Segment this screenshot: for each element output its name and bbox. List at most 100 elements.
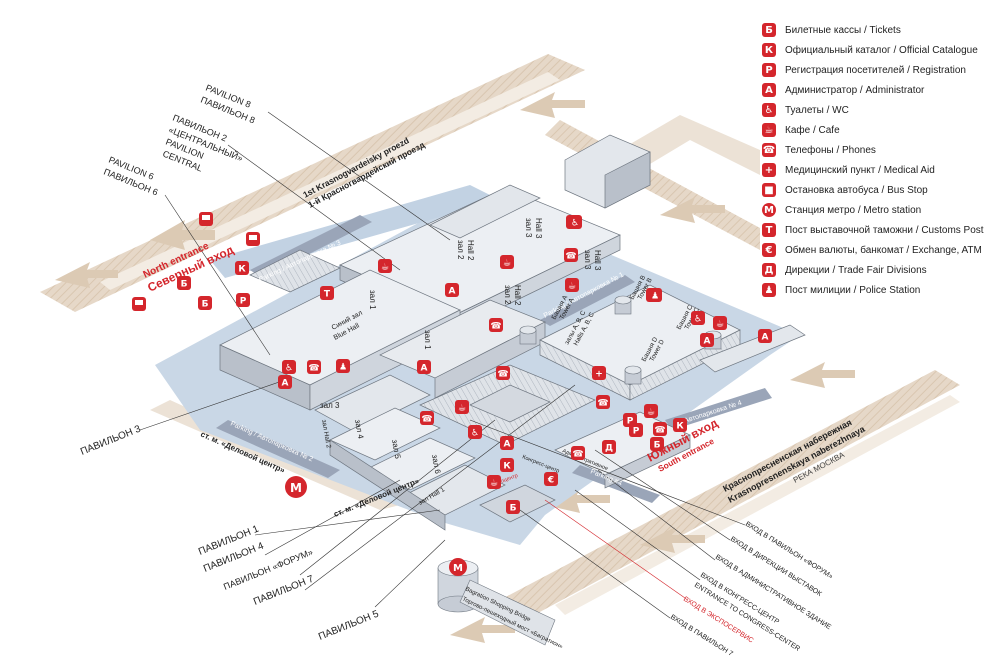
pavilion-4-block bbox=[329, 407, 441, 461]
legend-label: Пост выставочной таможни / Customs Post bbox=[785, 224, 984, 236]
catalogue-icon: К bbox=[673, 418, 687, 432]
hall-5-label: зал 5 bbox=[390, 439, 402, 460]
police-icon: ♟ bbox=[762, 283, 776, 297]
hall-2-label: зал 2 bbox=[456, 240, 465, 260]
legend-label: Билетные кассы / Tickets bbox=[785, 24, 901, 36]
hall-2-small: зал Hall 2 bbox=[320, 419, 332, 449]
police-icon: ♟ bbox=[648, 288, 662, 302]
hall-3-p3-label: зал 3 bbox=[320, 401, 340, 410]
phone-icon: ☎ bbox=[571, 446, 585, 460]
hall-2b-label: зал 2 bbox=[503, 285, 512, 305]
marker-glyph: ☎ bbox=[597, 399, 608, 409]
registration-icon: Р bbox=[236, 293, 250, 307]
marker-glyph: Р bbox=[627, 417, 634, 427]
bagration-bridge bbox=[459, 579, 556, 646]
phone-icon: ☎ bbox=[496, 366, 510, 380]
marker-glyph: ☎ bbox=[572, 450, 583, 460]
cafe-icon: ☕ bbox=[644, 404, 658, 418]
wc-icon: ♿ bbox=[282, 360, 296, 374]
registration-icon: Р bbox=[762, 63, 776, 77]
marker-glyph: К bbox=[238, 265, 246, 275]
cafe-icon: ☕ bbox=[565, 278, 579, 292]
cafe-icon: ☕ bbox=[713, 316, 727, 330]
phone-icon: ☎ bbox=[762, 143, 776, 157]
exchange-icon: € bbox=[544, 472, 558, 486]
legend-item: ♿Туалеты / WC bbox=[762, 100, 998, 120]
marker-background bbox=[650, 437, 664, 451]
marker-background bbox=[177, 276, 191, 290]
marker-background bbox=[500, 458, 514, 472]
marker-background bbox=[420, 411, 434, 425]
marker-background bbox=[564, 248, 578, 262]
medical-aid-icon: + bbox=[762, 163, 776, 177]
metro-icon-glyph: М bbox=[453, 563, 463, 574]
marker-glyph: Р bbox=[633, 427, 640, 437]
marker-glyph: ☕ bbox=[503, 259, 511, 269]
pavilion-7-label: ПАВИЛЬОН 7 bbox=[252, 573, 316, 607]
leader-lines bbox=[139, 111, 746, 619]
trade-divisions-icon: Д bbox=[762, 263, 776, 277]
registration-icon: Р bbox=[623, 413, 637, 427]
leader-line bbox=[227, 144, 401, 271]
hall-4-label: зал 4 bbox=[353, 419, 365, 440]
trade-divisions-icon: Д bbox=[602, 440, 616, 454]
legend-label: Туалеты / WC bbox=[785, 104, 849, 116]
marker-background bbox=[487, 475, 501, 489]
leader-line bbox=[597, 469, 716, 561]
cafe-icon: ☕ bbox=[487, 475, 501, 489]
legend-item: +Медицинский пункт / Medical Aid bbox=[762, 160, 998, 180]
medical-aid-icon: + bbox=[592, 366, 606, 380]
marker-glyph: Т bbox=[324, 290, 331, 300]
marker-background bbox=[506, 500, 520, 514]
cafe-icon: ☕ bbox=[378, 259, 392, 273]
wc-icon: ♿ bbox=[568, 215, 582, 229]
leader-line bbox=[544, 499, 686, 599]
bus-stops bbox=[132, 212, 260, 311]
marker-glyph: ☕ bbox=[458, 404, 466, 414]
phone-icon: ☎ bbox=[564, 248, 578, 262]
marker-background bbox=[673, 418, 687, 432]
marker-background bbox=[648, 288, 662, 302]
ticket-office-icon: Б bbox=[506, 500, 520, 514]
marker-glyph: ♿ bbox=[694, 315, 702, 325]
marker-glyph: ☎ bbox=[490, 322, 501, 332]
leader-line bbox=[299, 419, 496, 576]
marker-background bbox=[653, 422, 667, 436]
marker-glyph: ☎ bbox=[497, 370, 508, 380]
marker-background bbox=[602, 440, 616, 454]
marker-background bbox=[278, 375, 292, 389]
marker-background bbox=[644, 404, 658, 418]
legend-item: ■Остановка автобуса / Bus Stop bbox=[762, 180, 998, 200]
leader-line bbox=[594, 449, 731, 541]
road-arrows bbox=[55, 92, 855, 643]
administrator-icon: А bbox=[445, 283, 459, 297]
road-arrow bbox=[790, 362, 855, 388]
marker-glyph: ☕ bbox=[568, 282, 576, 292]
marker-glyph: А bbox=[704, 337, 711, 347]
marker-glyph: А bbox=[282, 379, 289, 389]
marker-background bbox=[571, 446, 585, 460]
tower-d bbox=[624, 365, 642, 385]
metro-icon-glyph: М bbox=[290, 481, 302, 495]
marker-background bbox=[489, 318, 503, 332]
marker-glyph: ☕ bbox=[490, 479, 498, 489]
marker-glyph: Д bbox=[605, 444, 613, 454]
marker-background bbox=[496, 366, 510, 380]
marker-background bbox=[198, 296, 212, 310]
hall-1-label: зал 1 bbox=[368, 290, 377, 310]
catalogue-icon: К bbox=[500, 458, 514, 472]
metro-icon bbox=[285, 476, 307, 498]
legend-label: Станция метро / Metro station bbox=[785, 204, 922, 216]
road-arrow bbox=[545, 487, 610, 513]
marker-glyph: ☎ bbox=[565, 252, 576, 262]
marker-glyph: Б bbox=[510, 504, 517, 514]
pavilion-8-roof bbox=[429, 184, 541, 239]
marker-background bbox=[623, 413, 637, 427]
legend-label: Обмен валюты, банкомат / Exchange, ATM bbox=[785, 244, 982, 256]
legend-label: Пост милиции / Police Station bbox=[785, 284, 921, 296]
